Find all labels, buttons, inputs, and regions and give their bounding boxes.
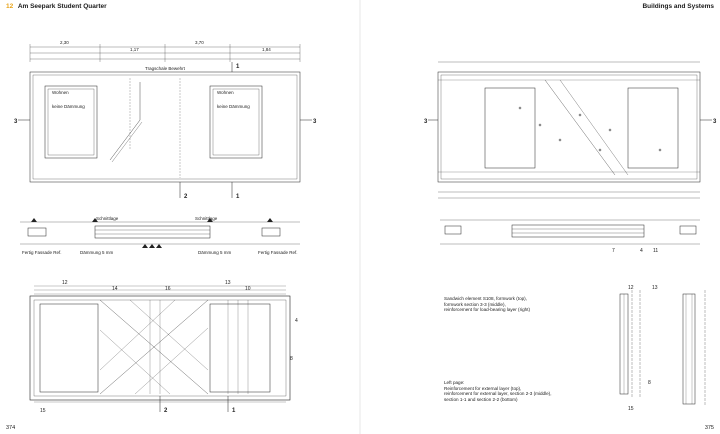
pos-13-left: 13 bbox=[225, 280, 231, 286]
pos-8-left: 8 bbox=[290, 356, 293, 362]
caption-line: reinforcement for load-bearing layer (ri… bbox=[444, 307, 531, 313]
section-marker-1-bottom: 1 bbox=[232, 408, 236, 414]
label-wohnen-2: Wohnen bbox=[217, 90, 234, 95]
pos-12-left: 12 bbox=[62, 280, 68, 286]
pos-13-right: 13 bbox=[652, 285, 658, 291]
page-number-right: 375 bbox=[704, 425, 714, 431]
label-schnittlage-1: Schnittlage bbox=[96, 216, 119, 221]
pos-11-right: 11 bbox=[653, 248, 658, 254]
caption-line: Sandwich element S108, formwork (top), bbox=[444, 296, 527, 301]
caption-line: reinforcement for external layer, sectio… bbox=[444, 391, 552, 397]
caption-left-page: Left page: Reinforcement for external la… bbox=[444, 380, 564, 402]
section-marker-2-bottom: 2 bbox=[164, 408, 168, 414]
section-marker-3-r-left: 3 bbox=[424, 119, 428, 125]
pos-14-left: 14 bbox=[112, 286, 118, 292]
pos-12-right: 12 bbox=[628, 285, 634, 291]
pos-15-right: 15 bbox=[628, 406, 634, 412]
label-fassade-1: Fertig Fassade Ref. bbox=[22, 250, 62, 255]
label-daemmung-1: keine Dämmung bbox=[52, 104, 85, 109]
label-daemmung-2: keine Dämmung bbox=[217, 104, 250, 109]
dim-label-4: 1,84 bbox=[262, 47, 271, 52]
caption-formwork: Sandwich element S108, formwork (top), f… bbox=[444, 296, 564, 313]
label-daemmung-5mm-1: Dämmung 5 mm bbox=[80, 250, 114, 255]
section-marker-3-right: 3 bbox=[313, 119, 317, 125]
label-wohnen-1: Wohnen bbox=[52, 90, 69, 95]
pos-8-right: 8 bbox=[648, 380, 651, 386]
pos-16-left: 16 bbox=[165, 286, 171, 292]
caption-line: formwork section 3-3 (middle), bbox=[444, 301, 506, 307]
caption-line: section 1-1 and section 2-2 (bottom) bbox=[444, 396, 518, 402]
section-marker-1-top: 1 bbox=[236, 194, 240, 200]
right-middle-section bbox=[440, 219, 700, 245]
dim-label-1: 2,30 bbox=[60, 40, 69, 45]
left-middle-section bbox=[20, 218, 300, 248]
pos-4-right: 4 bbox=[640, 248, 643, 254]
section-header: Buildings and Systems bbox=[642, 3, 714, 10]
right-top-formwork bbox=[428, 61, 712, 199]
label-tragschale: Tragschale Bewehrt bbox=[145, 66, 186, 71]
section-marker-2-top: 2 bbox=[184, 194, 188, 200]
pos-15-left: 15 bbox=[40, 408, 46, 414]
right-bottom-sections bbox=[619, 290, 706, 406]
section-marker-1-upper: 1 bbox=[236, 64, 240, 70]
caption-line: Left page: bbox=[444, 380, 465, 385]
page-gutter bbox=[359, 0, 361, 434]
label-fassade-2: Fertig Fassade Ref. bbox=[258, 250, 298, 255]
page-number-left: 374 bbox=[6, 425, 16, 431]
chapter-number: 12 bbox=[6, 3, 14, 10]
left-bottom-reinforcement bbox=[29, 285, 291, 412]
chapter-header: 12 Am Seepark Student Quarter bbox=[6, 3, 107, 10]
section-marker-3-left: 3 bbox=[14, 119, 18, 125]
pos-10-left: 10 bbox=[245, 286, 251, 292]
left-top-plan bbox=[18, 44, 312, 198]
dim-label-3: 1,17 bbox=[130, 47, 139, 52]
dim-label-2: 3,70 bbox=[195, 40, 204, 45]
pos-4-left: 4 bbox=[295, 318, 298, 324]
section-marker-3-r-right: 3 bbox=[713, 119, 717, 125]
label-daemmung-5mm-2: Dämmung 5 mm bbox=[198, 250, 232, 255]
chapter-title: Am Seepark Student Quarter bbox=[17, 3, 107, 10]
pos-7-right: 7 bbox=[612, 248, 615, 254]
label-schnittlage-2: Schnittlage bbox=[195, 216, 218, 221]
caption-line: Reinforcement for external layer (top), bbox=[444, 385, 522, 391]
